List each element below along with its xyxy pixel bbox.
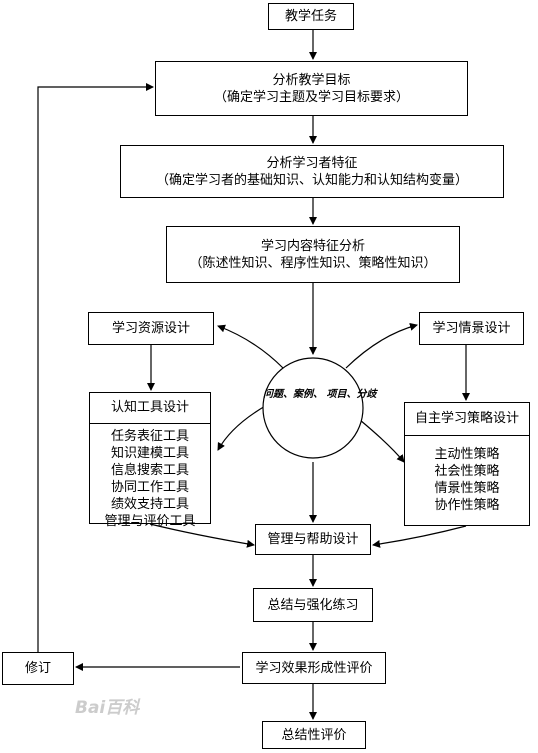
formative-eval-label: 学习效果形成性评价 [255,660,373,676]
strategy-item: 协作性策略 [434,498,500,513]
center-circle [262,357,364,459]
situation-design-label: 学习情景设计 [432,321,511,336]
content-analysis-title: 学习内容特征分析 [260,238,365,254]
analyze-goal-title: 分析教学目标 [272,72,351,88]
cognitive-tool-item: 管理与评价工具 [104,514,196,529]
strategy-item: 主动性策略 [434,447,500,462]
summary-practice-box: 总结与强化练习 [253,588,373,622]
revise-box: 修订 [2,652,74,685]
cognitive-tools-title: 认知工具设计 [90,393,210,424]
circle-line-2: 项目、分歧 [326,389,377,400]
analyze-goal-box: 分析教学目标 （确定学习主题及学习目标要求） [155,61,468,116]
resource-design-box: 学习资源设计 [88,312,214,345]
teaching-task-box: 教学任务 [268,3,354,30]
autonomous-strategy-box: 自主学习策略设计 主动性策略 社会性策略 情景性策略 协作性策略 [404,402,530,526]
summative-eval-label: 总结性评价 [281,727,347,743]
cognitive-tool-item: 信息搜索工具 [110,463,189,478]
content-analysis-sub: （陈述性知识、程序性知识、策略性知识） [189,255,437,271]
autonomous-strategy-title: 自主学习策略设计 [405,403,529,436]
analyze-learner-sub: （确定学习者的基础知识、认知能力和认知结构变量） [155,172,468,188]
analyze-learner-title: 分析学习者特征 [266,155,358,171]
strategy-item: 社会性策略 [434,464,500,479]
cognitive-tool-item: 任务表征工具 [110,429,189,444]
baidu-watermark: Bai百科 [75,698,140,718]
situation-design-box: 学习情景设计 [419,312,524,345]
content-analysis-box: 学习内容特征分析 （陈述性知识、程序性知识、策略性知识） [166,226,460,283]
strategy-item: 情景性策略 [434,481,500,496]
analyze-learner-box: 分析学习者特征 （确定学习者的基础知识、认知能力和认知结构变量） [120,145,504,198]
analyze-goal-sub: （确定学习主题及学习目标要求） [213,89,409,105]
revise-label: 修订 [24,661,51,676]
circle-text: 问题、案例、 项目、分歧 [263,383,376,407]
cognitive-tools-box: 认知工具设计 任务表征工具 知识建模工具 信息搜索工具 协同工作工具 绩效支持工… [89,392,211,529]
summative-eval-box: 总结性评价 [262,721,366,749]
cognitive-tool-item: 协同工作工具 [110,480,189,495]
teaching-task-label: 教学任务 [284,9,337,24]
formative-eval-box: 学习效果形成性评价 [242,652,386,684]
management-box: 管理与帮助设计 [255,524,371,555]
circle-line-1: 问题、案例、 [263,389,323,400]
management-label: 管理与帮助设计 [267,532,359,547]
summary-practice-label: 总结与强化练习 [267,597,359,613]
resource-design-label: 学习资源设计 [111,321,190,336]
cognitive-tool-item: 知识建模工具 [110,446,189,461]
cognitive-tool-item: 绩效支持工具 [110,497,189,512]
